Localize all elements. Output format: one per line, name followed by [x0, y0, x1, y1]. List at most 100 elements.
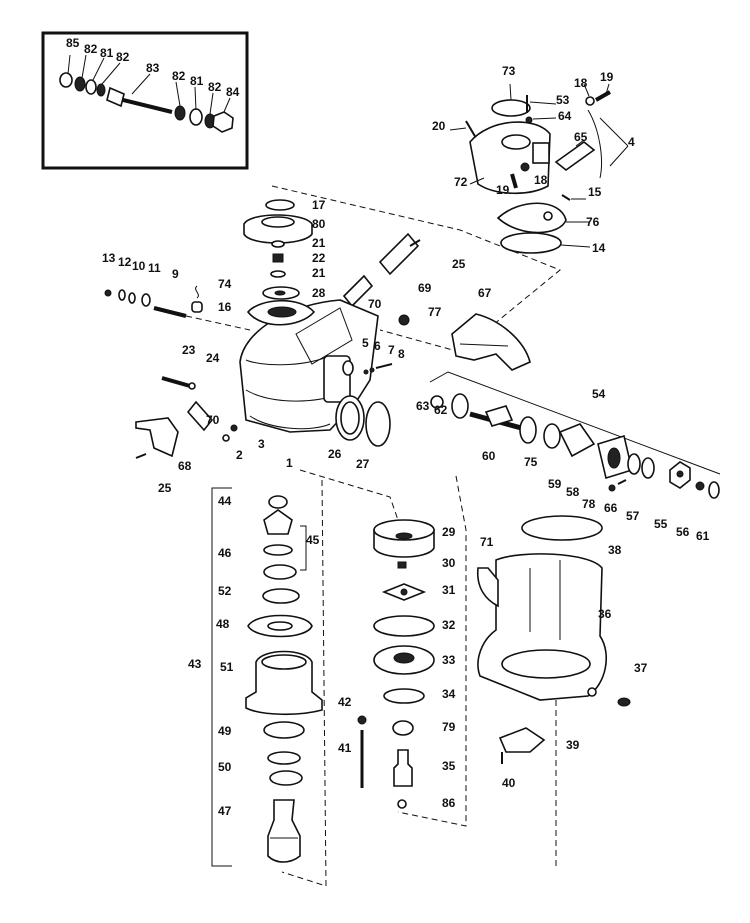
washer-86 [397, 799, 407, 809]
part-label-lower-center-8: 41 [338, 741, 352, 755]
part-label-center-1: 80 [312, 217, 326, 231]
part-label-top-right-12: 76 [586, 215, 600, 229]
part-label-inset-0: 85 [66, 36, 80, 50]
cable-4 [587, 109, 602, 179]
part-label-top-right-3: 18 [574, 76, 588, 90]
part-label-center-23: 24 [206, 351, 220, 365]
part-label-right-group-9: 57 [626, 509, 640, 523]
washer-82a [74, 76, 86, 92]
seal-59 [543, 423, 561, 449]
part-label-lower-center-5: 42 [338, 695, 352, 709]
washer-13 [104, 289, 112, 297]
plate-76 [496, 202, 567, 234]
bearing-75 [519, 416, 537, 444]
part-label-center-3: 22 [312, 251, 326, 265]
grommet-79 [392, 720, 414, 736]
gasket-70-low [186, 400, 214, 432]
part-label-center-20: 7 [388, 343, 395, 357]
seal-34 [383, 688, 425, 704]
worm-gear-83 [106, 86, 125, 108]
screw-15 [561, 194, 571, 201]
part-label-top-right-1: 53 [556, 93, 570, 107]
part-label-center-21: 8 [398, 347, 405, 361]
washer-2 [222, 434, 230, 442]
bolt-19-top [595, 90, 611, 102]
part-label-right-group-1: 63 [416, 399, 430, 413]
inset-assembly [41, 31, 249, 170]
washer-3 [230, 424, 238, 432]
part-label-top-right-10: 18 [534, 173, 548, 187]
part-label-center-16: 74 [218, 277, 232, 291]
part-label-top-right-11: 15 [588, 185, 602, 199]
part-label-inset-7: 82 [208, 80, 222, 94]
o-ring-73 [491, 99, 531, 117]
screw-20 [465, 120, 477, 139]
part-label-right-group-5: 59 [548, 477, 562, 491]
part-label-center-25: 68 [178, 459, 192, 473]
washer-82b [96, 83, 106, 97]
gasket-59b [558, 423, 596, 458]
washer-24 [188, 382, 196, 390]
part-label-center-28: 3 [258, 437, 265, 451]
tube-35 [393, 749, 413, 787]
bolt-23 [161, 376, 191, 388]
part-label-lower-left-1: 45 [306, 533, 320, 547]
part-label-center-2: 21 [312, 236, 326, 250]
bracket-block [532, 142, 550, 164]
part-label-top-right-9: 19 [496, 183, 510, 197]
washer-61 [708, 481, 720, 499]
bearing-45b [263, 564, 297, 580]
part-label-center-7: 69 [418, 281, 432, 295]
part-label-lower-right-2: 36 [598, 607, 612, 621]
part-label-inset-5: 82 [172, 69, 186, 83]
part-label-right-group-8: 66 [604, 501, 618, 515]
part-label-lower-center-6: 34 [442, 687, 456, 701]
gear-80 [243, 214, 313, 244]
screw-78 [617, 479, 627, 485]
part-label-right-group-6: 58 [566, 485, 580, 499]
bracket-68 [135, 417, 179, 458]
plug-37 [617, 697, 631, 707]
shaft-9 [153, 306, 187, 318]
ring-17 [265, 199, 295, 211]
gear-45 [263, 509, 293, 535]
part-label-lower-left-2: 46 [218, 546, 232, 560]
washer-12 [118, 289, 126, 301]
tab-71 [476, 567, 499, 608]
part-label-lower-center-10: 86 [442, 796, 456, 810]
part-label-center-11: 13 [102, 251, 116, 265]
nut-18-top [585, 96, 595, 106]
gasket-14 [500, 232, 562, 254]
part-label-center-15: 9 [172, 267, 179, 281]
part-label-top-right-0: 73 [502, 64, 516, 78]
part-label-center-31: 27 [356, 457, 370, 471]
shaft-47 [267, 799, 301, 863]
part-label-top-right-13: 14 [592, 241, 606, 255]
part-label-right-group-11: 56 [676, 525, 690, 539]
washer-42 [357, 715, 367, 725]
part-label-top-right-5: 20 [432, 119, 446, 133]
washer-63 [430, 395, 444, 409]
lower-right-housing [476, 515, 631, 764]
lower-center-stack [357, 519, 435, 809]
part-label-center-12: 12 [118, 255, 132, 269]
part-label-right-group-4: 75 [524, 455, 538, 469]
nut-77 [398, 314, 410, 326]
screw-8 [375, 363, 393, 369]
gasket-70-top [342, 274, 374, 308]
part-label-center-13: 10 [132, 259, 146, 273]
part-label-top-right-4: 19 [600, 70, 614, 84]
dashed-guide-right [397, 475, 467, 827]
part-label-inset-4: 83 [146, 61, 160, 75]
part-label-center-6: 25 [452, 257, 466, 271]
inset-frame [41, 31, 249, 170]
bracket-67 [451, 313, 531, 371]
part-label-center-8: 70 [368, 297, 382, 311]
part-label-lower-left-6: 51 [220, 660, 234, 674]
lower-left-stack-43 [211, 487, 323, 867]
plug-5 [342, 360, 354, 376]
part-label-right-group-10: 55 [654, 517, 668, 531]
part-label-top-right-8: 72 [454, 175, 468, 189]
washer-10 [128, 292, 136, 304]
